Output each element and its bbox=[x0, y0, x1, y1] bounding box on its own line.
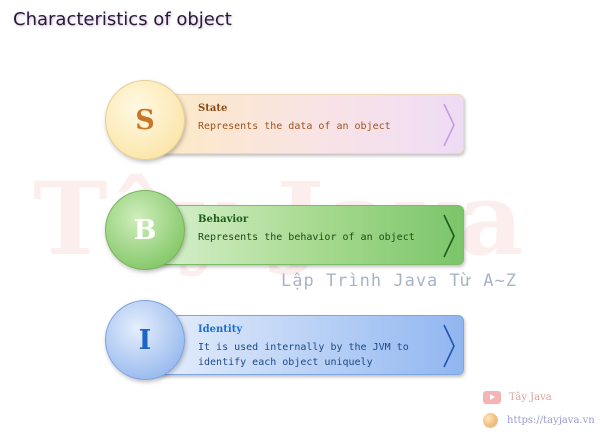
footer-channel-label: Tây Java bbox=[509, 392, 552, 403]
behavior-card: Behavior Represents the behavior of an o… bbox=[150, 205, 464, 265]
globe-icon bbox=[483, 413, 498, 428]
state-card: State Represents the data of an object bbox=[150, 94, 464, 154]
identity-heading: Identity bbox=[198, 324, 243, 335]
state-description: Represents the data of an object bbox=[198, 121, 391, 132]
identity-card: Identity It is used internally by the JV… bbox=[150, 315, 464, 375]
behavior-letter-circle: B bbox=[105, 190, 185, 270]
identity-description: It is used internally by the JVM to iden… bbox=[198, 342, 409, 368]
characteristic-identity: Identity It is used internally by the JV… bbox=[0, 300, 600, 390]
state-heading: State bbox=[198, 103, 228, 114]
page-title: Characteristics of object bbox=[13, 9, 232, 30]
chevron-right-icon bbox=[443, 214, 455, 258]
behavior-description: Represents the behavior of an object bbox=[198, 232, 415, 243]
footer-website-label: https://tayjava.vn bbox=[507, 415, 595, 426]
state-letter-circle: S bbox=[105, 80, 185, 160]
chevron-right-icon bbox=[443, 324, 455, 368]
footer-website: https://tayjava.vn bbox=[483, 413, 595, 428]
footer-channel: Tây Java bbox=[483, 391, 552, 404]
characteristic-state: State Represents the data of an object S bbox=[0, 80, 600, 170]
behavior-heading: Behavior bbox=[198, 214, 249, 225]
chevron-right-icon bbox=[443, 103, 455, 147]
tagline-text: Lập Trình Java Từ A~Z bbox=[281, 271, 517, 291]
identity-letter-circle: I bbox=[105, 300, 185, 380]
youtube-icon bbox=[483, 391, 501, 404]
characteristic-behavior: Behavior Represents the behavior of an o… bbox=[0, 190, 600, 280]
